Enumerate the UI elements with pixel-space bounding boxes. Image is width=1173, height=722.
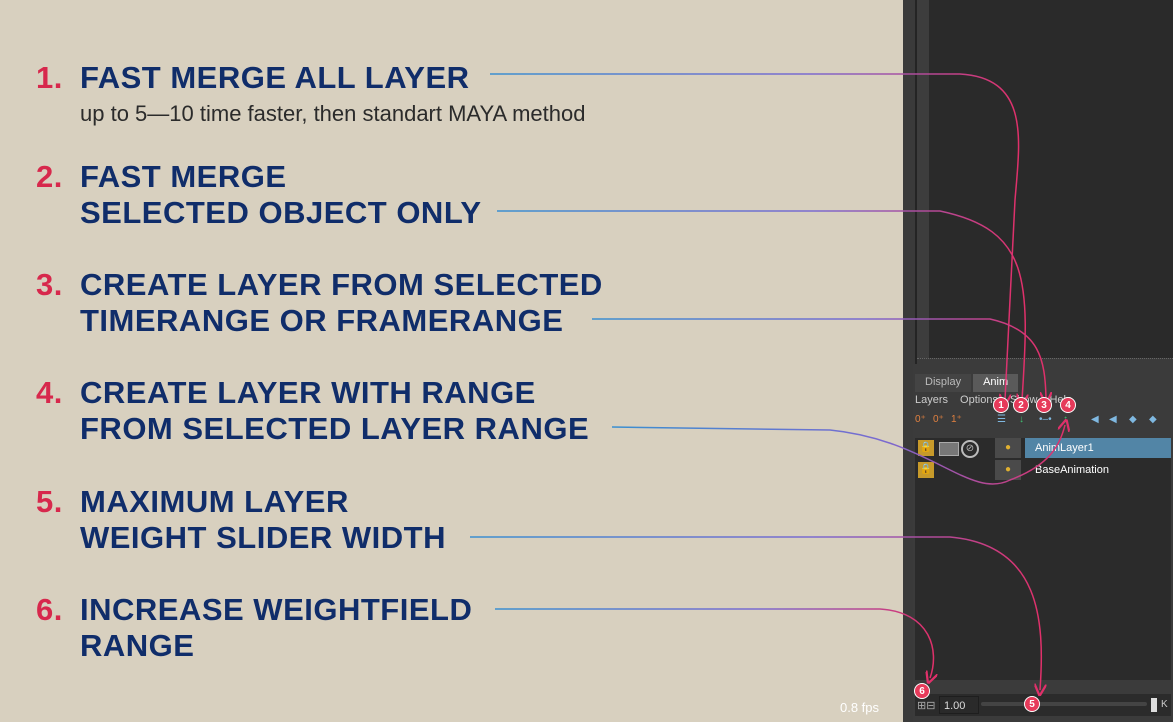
lock-icon[interactable]: 🔒 (918, 440, 934, 456)
fps-readout: 0.8 fps (840, 700, 880, 715)
panel-column (917, 0, 929, 360)
item-title-line-2: RANGE (80, 628, 195, 663)
item-title: FAST MERGE ALL LAYER (80, 60, 470, 95)
weight-slider-thumb[interactable] (1151, 698, 1157, 712)
weight-toggle-icon[interactable]: ⊞⊟ (917, 700, 936, 712)
active-dot[interactable]: ● (995, 438, 1021, 458)
layer-list: 🔒 ⊘ ● AnimLayer1 🔒 ● BaseAnimation (915, 438, 1171, 680)
mute-icon[interactable]: ⊘ (961, 440, 979, 458)
badge-2: 2 (1013, 397, 1029, 413)
viewport-area (929, 0, 1173, 360)
weight-key-button[interactable]: K (1161, 699, 1168, 710)
item-number: 4. (36, 375, 63, 410)
weight-slider[interactable] (981, 702, 1147, 706)
weight-field[interactable]: 1.00 (939, 696, 979, 714)
item-title-line-2: TIMERANGE OR FRAMERANGE (80, 303, 564, 338)
item-title-line-2: WEIGHT SLIDER WIDTH (80, 520, 446, 555)
item-number: 2. (36, 159, 63, 194)
item-number: 5. (36, 484, 63, 519)
move-down-icon[interactable]: ◀ (1109, 414, 1117, 425)
editor-tabs: Display Anim (915, 374, 1020, 392)
item-number: 6. (36, 592, 63, 627)
menu-layers[interactable]: Layers (915, 394, 949, 406)
solo-button[interactable] (939, 442, 959, 456)
item-title-line-1: MAXIMUM LAYER (80, 484, 349, 519)
item-title-line-1: CREATE LAYER FROM SELECTED (80, 267, 603, 302)
item-title-line-1: CREATE LAYER WITH RANGE (80, 375, 536, 410)
badge-3: 3 (1036, 397, 1052, 413)
badge-1: 1 (993, 397, 1009, 413)
item-title-line-2: FROM SELECTED LAYER RANGE (80, 411, 590, 446)
layer-row[interactable]: 🔒 ● BaseAnimation (915, 460, 1171, 480)
timerange-layer-icon[interactable]: •–• (1039, 414, 1052, 425)
item-number: 3. (36, 267, 63, 302)
item-title-line-1: FAST MERGE (80, 159, 287, 194)
layer-editor: Display Anim Layers Options Show Help 0⁺… (913, 364, 1173, 722)
merge-selected-icon[interactable]: ↓ (1019, 414, 1024, 425)
tab-anim[interactable]: Anim (973, 374, 1019, 392)
badge-5: 5 (1024, 696, 1040, 712)
add-selected-icon[interactable]: ◆ (1149, 414, 1157, 425)
zero-key-weight-icon[interactable]: 0⁺ (933, 414, 944, 425)
layer-name[interactable]: AnimLayer1 (1025, 438, 1171, 458)
merge-all-icon[interactable]: ☰ (997, 414, 1006, 425)
range-layer-icon[interactable]: ↑ (1063, 414, 1068, 425)
one-key-icon[interactable]: 1⁺ (951, 414, 962, 425)
lock-icon[interactable]: 🔒 (918, 462, 934, 478)
item-title-line-2: SELECTED OBJECT ONLY (80, 195, 482, 230)
item-number: 1. (36, 60, 63, 95)
layer-toolbar: 0⁺ 0⁺ 1⁺ ☰ ↓ •–• ↑ ◀ ◀ ◆ ◆ (915, 412, 1170, 432)
layer-row[interactable]: 🔒 ⊘ ● AnimLayer1 (915, 438, 1171, 458)
item-subtitle: up to 5—10 time faster, then standart MA… (80, 101, 586, 126)
active-dot[interactable]: ● (995, 460, 1021, 480)
layer-name[interactable]: BaseAnimation (1035, 464, 1109, 476)
annotation-area: 1. FAST MERGE ALL LAYER up to 5—10 time … (36, 60, 880, 715)
badge-6: 6 (914, 683, 930, 699)
weight-bar: ⊞⊟ 1.00 K (915, 694, 1171, 716)
maya-panel: Display Anim Layers Options Show Help 0⁺… (903, 0, 1173, 722)
tab-display[interactable]: Display (915, 374, 972, 392)
badge-4: 4 (1060, 397, 1076, 413)
add-layer-icon[interactable]: ◆ (1129, 414, 1137, 425)
item-title-line-1: INCREASE WEIGHTFIELD (80, 592, 473, 627)
move-up-icon[interactable]: ◀ (1091, 414, 1099, 425)
zero-key-icon[interactable]: 0⁺ (915, 414, 926, 425)
